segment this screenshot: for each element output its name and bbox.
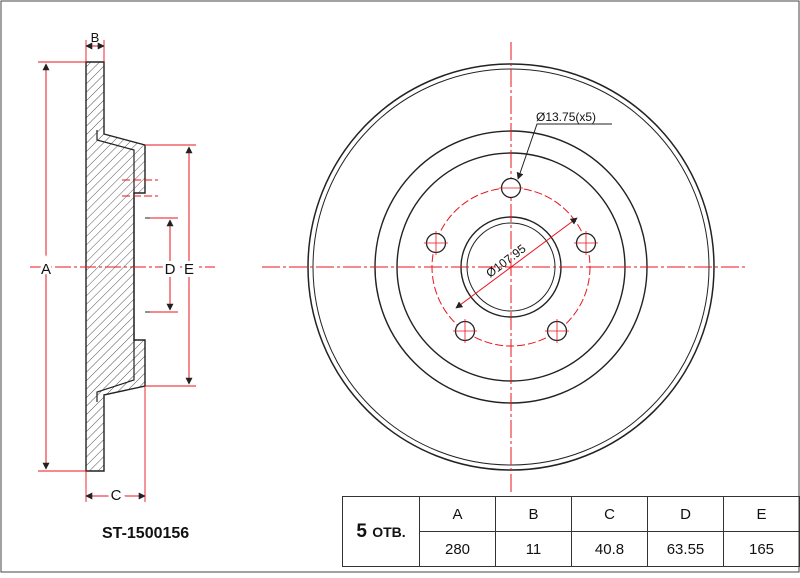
dimension-table: 5 ОТВ. A B C D E 280 11 40.8 63.55 165	[342, 496, 800, 567]
hole-count: 5	[356, 520, 367, 542]
header-e: E	[723, 496, 800, 532]
bolt-hole	[545, 319, 569, 343]
part-number: ST-1500156	[102, 525, 190, 542]
bolt-circle-dim-line	[455, 217, 578, 309]
side-section-view: A A B C C D D E E	[30, 30, 215, 507]
dim-a-label: A	[41, 261, 51, 278]
header-b: B	[495, 496, 572, 532]
bolt-hole	[574, 231, 598, 255]
dim-e-label: E	[184, 261, 194, 278]
svg-text:C: C	[111, 487, 122, 504]
table-header-row: 5 ОТВ. A B C D E	[342, 496, 800, 567]
hole-count-cell: 5 ОТВ.	[342, 496, 420, 567]
bolt-holes	[424, 177, 598, 343]
value-a: 280	[419, 531, 496, 567]
header-c: C	[571, 496, 648, 532]
svg-text:A: A	[41, 261, 51, 278]
bolt-hole-leader	[516, 123, 612, 180]
bolt-circle-callout: Ø107.95	[483, 241, 528, 280]
value-d: 63.55	[647, 531, 724, 567]
dim-c-label: C	[111, 487, 122, 504]
dim-d-label: D	[165, 261, 176, 278]
dim-b-label: B	[91, 30, 100, 45]
svg-text:D: D	[165, 261, 176, 278]
svg-text:E: E	[184, 261, 194, 278]
front-view: Ø13.75(x5) Ø107.95	[262, 42, 745, 495]
value-c: 40.8	[571, 531, 648, 567]
bolt-hole-callout: Ø13.75(x5)	[536, 110, 596, 124]
header-a: A	[419, 496, 496, 532]
value-b: 11	[495, 531, 572, 567]
value-e: 165	[723, 531, 800, 567]
bolt-circle	[431, 187, 591, 347]
bolt-hole	[453, 319, 477, 343]
bolt-hole	[499, 177, 523, 199]
hole-count-unit: ОТВ.	[372, 523, 406, 540]
bolt-hole	[424, 231, 448, 255]
table-value-row: 280 11 40.8 63.55 165	[343, 531, 800, 567]
header-d: D	[647, 496, 724, 532]
